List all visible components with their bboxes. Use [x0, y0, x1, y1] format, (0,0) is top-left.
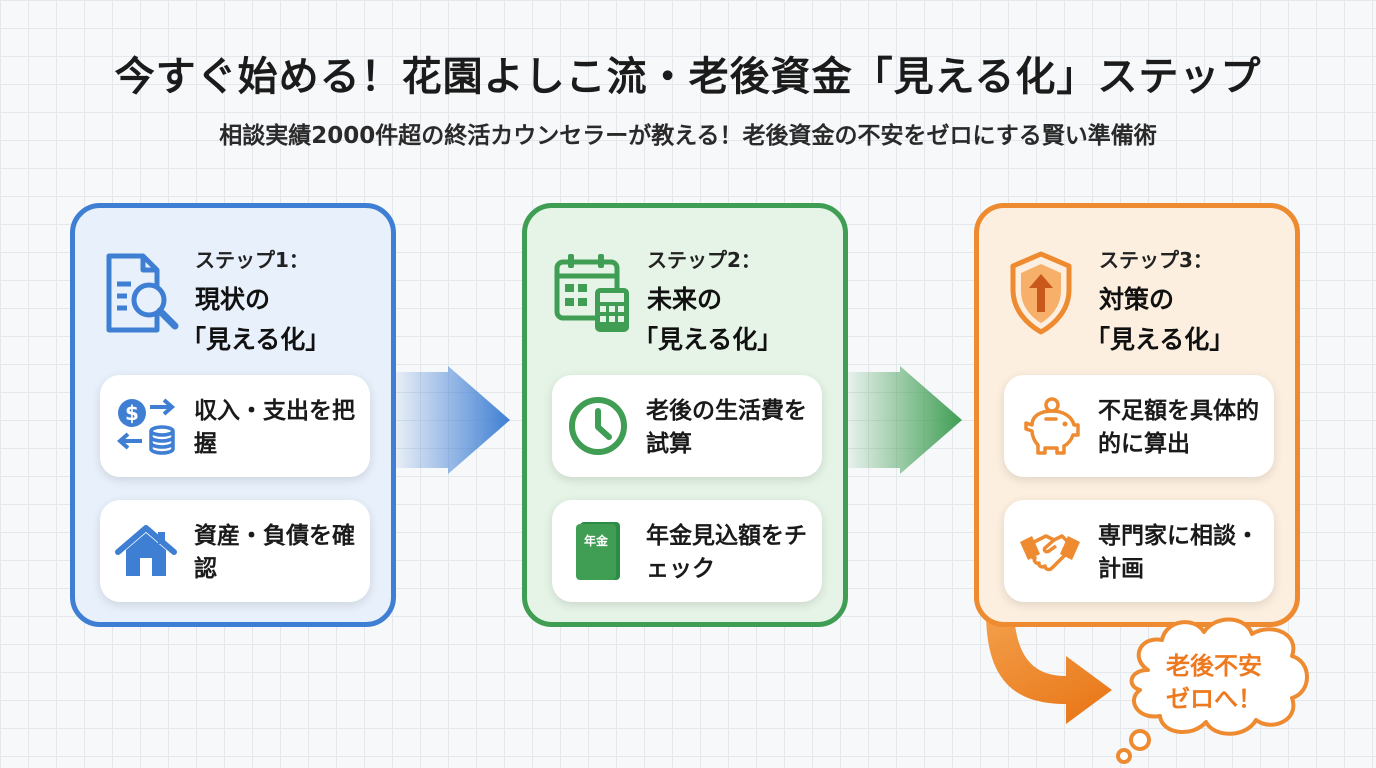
step-2-card-living-cost-text: 老後の生活費を試算 [646, 398, 807, 457]
arrow-step2-to-step3 [844, 366, 962, 474]
arrow-step1-to-step2 [392, 366, 510, 474]
step-3-card-shortfall: 不足額を具体的的に算出 [1004, 375, 1274, 477]
document-magnifier-icon [106, 253, 179, 333]
step-2-title: 未来の 「見える化」 [633, 280, 782, 360]
step-2-title-line1: 未来の [647, 285, 723, 314]
goal-bubble-line1: 老後不安 [1166, 652, 1262, 680]
step-2-title-line2: 「見える化」 [633, 325, 783, 354]
step-3-title: 対策の 「見える化」 [1085, 280, 1234, 360]
clock-icon [569, 397, 627, 455]
money-exchange-icon: $ [116, 398, 176, 455]
step-3-panel: ステップ3： 対策の 「見える化」 不足額を具体的的に算出 専門家に相談・計画 [974, 203, 1300, 627]
step-2-panel: ステップ2： 未来の 「見える化」 老後の生活費を試算 年金 年金見込額をチェッ… [522, 203, 848, 627]
step-1-title-line2: 「見える化」 [181, 325, 331, 354]
step-1-title: 現状の 「見える化」 [181, 280, 330, 360]
house-icon [115, 525, 177, 576]
step-3-card-consult-text: 専門家に相談・計画 [1098, 523, 1259, 582]
step-1-card-income: $ 収入・支出を把握 [100, 375, 370, 477]
step-3-card-consult: 専門家に相談・計画 [1004, 500, 1274, 602]
step-2-card-pension: 年金 年金見込額をチェック [552, 500, 822, 602]
step-3-card-shortfall-text: 不足額を具体的的に算出 [1098, 398, 1259, 457]
step-3-title-line2: 「見える化」 [1085, 325, 1235, 354]
step-2-label: ステップ2： [647, 248, 761, 272]
step-2-card-living-cost: 老後の生活費を試算 [552, 375, 822, 477]
shield-arrow-icon [1010, 251, 1072, 335]
calendar-calculator-icon [554, 254, 629, 332]
step-1-card-assets-text: 資産・負債を確認 [194, 523, 355, 582]
pension-book-icon: 年金 [576, 522, 620, 580]
step-1-card-income-text: 収入・支出を把握 [194, 398, 355, 457]
step-3-label: ステップ3： [1099, 248, 1213, 272]
goal-thought-bubble [1116, 617, 1309, 764]
goal-bubble-line2: ゼロへ！ [1166, 685, 1262, 713]
step-1-panel: ステップ1： 現状の 「見える化」 $ 収入・支出を把握 資産・負債を確認 [70, 203, 396, 627]
goal-bubble-text: 老後不安 ゼロへ！ [1124, 650, 1304, 716]
step-3-title-line1: 対策の [1099, 285, 1175, 314]
pension-book-label: 年金 [584, 533, 609, 548]
page-title: 今すぐ始める！花園よしこ流・老後資金「見える化」ステップ [114, 54, 1262, 100]
step-2-card-pension-text: 年金見込額をチェック [646, 523, 807, 582]
step-1-label: ステップ1： [195, 248, 309, 272]
handshake-icon [1020, 534, 1080, 572]
step-1-title-line1: 現状の [195, 285, 271, 314]
piggy-bank-icon [1024, 397, 1080, 455]
arrow-step3-to-goal [986, 612, 1112, 724]
step-1-card-assets: 資産・負債を確認 [100, 500, 370, 602]
page-subtitle: 相談実績2000件超の終活カウンセラーが教える！老後資金の不安をゼロにする賢い準… [219, 123, 1157, 149]
svg-text:$: $ [125, 401, 139, 425]
